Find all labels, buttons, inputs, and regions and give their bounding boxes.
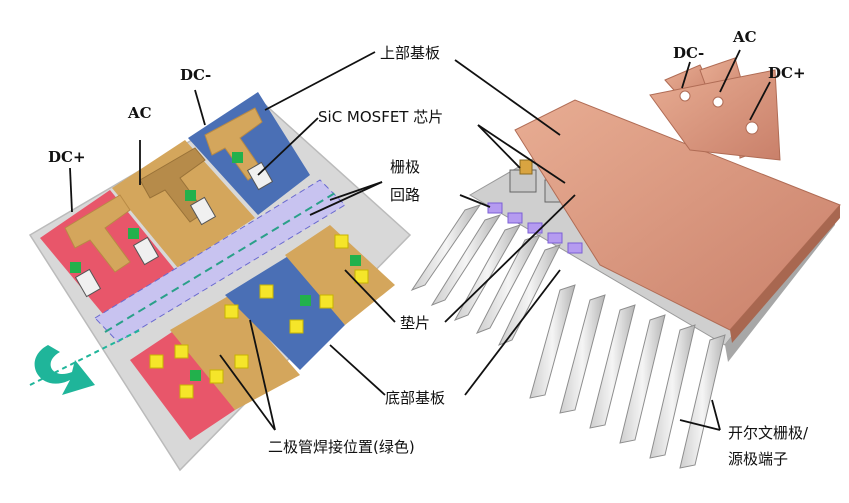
pin <box>649 324 696 459</box>
flip-arrow-icon <box>34 345 95 395</box>
spacer <box>174 344 189 359</box>
pin <box>559 294 606 414</box>
label-kelvin-1: 开尔文栅极/ <box>728 424 809 442</box>
spacer <box>319 294 334 309</box>
spacer <box>149 354 164 369</box>
diode <box>128 228 139 239</box>
bottom-ac-pad <box>170 295 300 410</box>
spacer <box>179 384 194 399</box>
diode <box>300 295 311 306</box>
terminal-hole <box>712 96 724 108</box>
pin <box>619 314 666 444</box>
leader-top-sub-l <box>264 51 376 111</box>
top-substrate-edge <box>730 205 840 343</box>
spacer <box>334 234 349 249</box>
gate-loop-dash <box>104 192 336 333</box>
leader-diode-1 <box>219 354 276 431</box>
chip-group-top <box>74 161 274 298</box>
leader-gate-3 <box>459 194 491 208</box>
pin <box>430 214 502 307</box>
label-dc-plus-left: DC+ <box>48 148 86 166</box>
label-dc-plus-right: DC+ <box>768 64 806 82</box>
pin <box>410 204 482 292</box>
label-spacer: 垫片 <box>400 314 430 332</box>
label-gate-loop-1: 栅极 <box>390 158 420 176</box>
leader-kelvin-2 <box>711 399 721 431</box>
pin <box>589 304 636 429</box>
label-bottom-substrate: 底部基板 <box>385 389 445 407</box>
label-dc-minus-left: DC- <box>180 66 211 84</box>
label-kelvin-2: 源极端子 <box>728 450 788 468</box>
leader-sic-l <box>257 117 319 176</box>
right-module-3d <box>410 57 841 469</box>
t-trace-left <box>64 194 131 273</box>
bottom-ac-pad-2 <box>285 225 395 325</box>
gate-pad <box>507 212 523 224</box>
gate-pad <box>527 222 543 234</box>
label-top-substrate: 上部基板 <box>380 44 440 62</box>
spacer <box>354 269 369 284</box>
leader-sic-r1 <box>477 124 521 169</box>
leader-bottom-r <box>464 269 561 396</box>
spacer-pads <box>149 234 369 399</box>
gate-pad <box>487 202 503 214</box>
label-sic-mosfet: SiC MOSFET 芯片 <box>318 108 443 126</box>
diode-sites <box>70 152 361 381</box>
spacer <box>224 304 239 319</box>
spacer <box>289 319 304 334</box>
left-substrate-assembly <box>28 92 412 472</box>
chip <box>132 236 160 266</box>
pin <box>475 234 542 334</box>
label-ac-right: AC <box>732 28 757 46</box>
diode <box>190 370 201 381</box>
terminal-hole <box>745 121 759 135</box>
chip <box>74 268 102 298</box>
leader-spacer-l <box>344 269 396 323</box>
label-diode-weld: 二极管焊接位置(绿色) <box>268 438 415 456</box>
leader-lines <box>69 49 771 431</box>
leader-diode-2 <box>249 319 276 431</box>
leader-kelvin-1 <box>679 419 721 431</box>
spacer <box>234 354 249 369</box>
leader-dc-minus-r <box>681 61 691 89</box>
chip <box>189 196 217 226</box>
label-dc-minus-right: DC- <box>673 44 704 62</box>
label-gate-loop-2: 回路 <box>390 186 420 204</box>
diode <box>350 255 361 266</box>
spacer-block <box>519 159 533 175</box>
spacer <box>209 369 224 384</box>
pin <box>497 244 561 346</box>
gate-pad <box>547 232 563 244</box>
leader-dc-plus <box>69 167 73 213</box>
leader-spacer-r <box>444 194 576 323</box>
leader-bottom-l <box>329 344 386 396</box>
leader-sic-r2 <box>477 124 566 184</box>
diode <box>70 262 81 273</box>
chip <box>246 161 274 191</box>
power-terminals <box>649 57 781 161</box>
leader-dc-minus <box>194 89 206 126</box>
leader-gate-2 <box>309 181 383 216</box>
bottom-dc-minus-pad <box>225 255 345 370</box>
gate-loop-band <box>94 179 346 343</box>
leader-ac-r <box>719 49 741 93</box>
diode <box>185 190 196 201</box>
pin <box>679 334 726 469</box>
terminal-hole <box>679 90 691 102</box>
gate-pad <box>567 242 583 254</box>
kelvin-pins-bottom <box>529 284 726 469</box>
flip-axis <box>29 329 141 386</box>
pin <box>529 284 576 399</box>
spacer <box>259 284 274 299</box>
leader-top-sub-r <box>454 59 561 136</box>
diode <box>232 152 243 163</box>
label-ac-left: AC <box>127 104 152 122</box>
leader-dc-plus-r <box>749 81 771 121</box>
